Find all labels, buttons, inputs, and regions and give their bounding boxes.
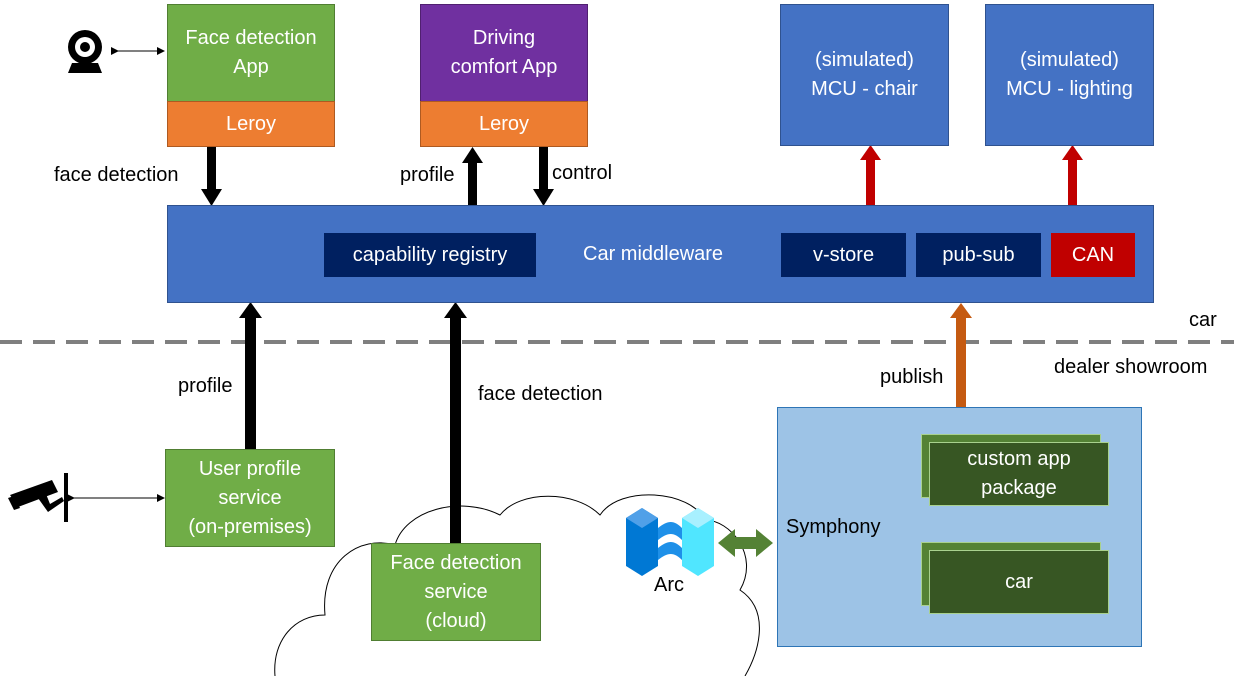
arrow-control-down	[533, 147, 554, 206]
car-zone-label: car	[1189, 309, 1217, 331]
symphony-label: Symphony	[786, 516, 881, 538]
arc-label: Arc	[654, 574, 684, 596]
dealer-showroom-label: dealer showroom	[1054, 356, 1208, 378]
user-profile-service[interactable]: User profile service (on-premises)	[165, 449, 335, 547]
car-middleware-title: Car middleware	[583, 243, 724, 265]
control-label: control	[552, 162, 613, 184]
arc-symphony-link-arrow	[718, 529, 773, 557]
arrow-profile-up	[462, 147, 483, 206]
arrow-to-mcu-lighting	[1062, 145, 1083, 206]
mcu-chair[interactable]: (simulated) MCU - chair	[780, 4, 949, 146]
mcu-lighting[interactable]: (simulated) MCU - lighting	[985, 4, 1154, 146]
publish-label: publish	[880, 366, 944, 388]
face-detection-label-bottom: face detection	[478, 383, 603, 405]
capability-registry[interactable]: capability registry	[324, 233, 536, 277]
arrow-to-mcu-chair	[860, 145, 881, 206]
pub-sub[interactable]: pub-sub	[916, 233, 1041, 277]
profile-label-bottom: profile	[178, 375, 233, 397]
face-detection-service[interactable]: Face detection service (cloud)	[371, 543, 541, 641]
face-detection-label-top: face detection	[54, 164, 179, 186]
arrow-face-detection-service-up	[444, 302, 467, 544]
azure-arc-icon	[626, 508, 714, 576]
can-bus[interactable]: CAN	[1051, 233, 1135, 277]
car-package[interactable]: car	[929, 550, 1109, 614]
face-detection-app[interactable]: Face detection App	[167, 4, 335, 102]
arrow-publish	[950, 303, 972, 436]
leroy-face-detection[interactable]: Leroy	[167, 101, 335, 147]
arrow-face-detection-down	[201, 147, 222, 206]
leroy-driving-comfort[interactable]: Leroy	[420, 101, 588, 147]
arrow-profile-service-up	[239, 302, 262, 449]
webcam-icon	[68, 30, 102, 73]
driving-comfort-app[interactable]: Driving comfort App	[420, 4, 588, 102]
security-camera-icon	[8, 473, 68, 522]
profile-label-top: profile	[400, 164, 455, 186]
v-store[interactable]: v-store	[781, 233, 906, 277]
custom-app-package[interactable]: custom app package	[929, 442, 1109, 506]
